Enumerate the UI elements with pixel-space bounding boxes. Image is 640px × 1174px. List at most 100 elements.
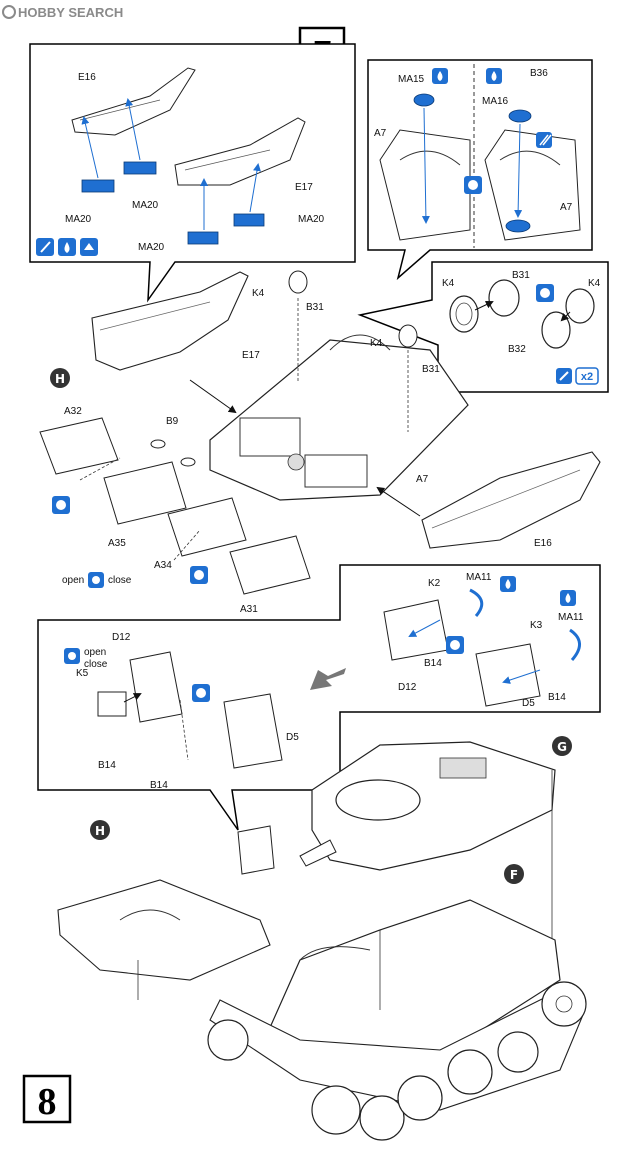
label-e17: E17 — [242, 350, 260, 361]
fender-e16: E16 — [421, 451, 601, 549]
inset-fenders: E16 E17 MA20 MA20 MA20 MA20 — [29, 43, 356, 303]
label-e16: E16 — [78, 72, 96, 83]
ma20-strip — [123, 161, 157, 175]
watermark-logo: HOBBY SEARCH — [2, 5, 123, 20]
inset-sponsons: D12 K5 B14 open close D5 B14 K2 MA11 K3 … — [37, 564, 601, 831]
label-k3: K3 — [530, 620, 543, 631]
label-k5: K5 — [76, 668, 89, 679]
road-wheel — [311, 1085, 361, 1135]
label-d5: D5 — [286, 732, 299, 743]
label-a7: A7 — [416, 474, 429, 485]
hatch-a32: A32 — [39, 406, 119, 475]
label-ma20: MA20 — [138, 242, 165, 253]
label-ma20: MA20 — [132, 200, 159, 211]
callout-h-letter: H — [95, 824, 105, 838]
glue-icon — [446, 636, 464, 654]
label-b9: B9 — [166, 416, 179, 427]
drive-sprocket — [207, 1019, 249, 1061]
periscope-k4-left: K4 B31 — [252, 270, 324, 382]
hatch-a35: A35 — [103, 461, 187, 549]
label-b31: B31 — [512, 270, 530, 281]
label-a32: A32 — [64, 406, 82, 417]
paint-drop-icon — [432, 68, 448, 84]
label-e17: E17 — [295, 182, 313, 193]
label-ma20: MA20 — [65, 214, 92, 225]
road-wheel — [447, 1049, 493, 1095]
fender-e17: E17 — [91, 271, 260, 371]
hatch-a34: A34 — [154, 497, 247, 571]
paint-drop-icon — [58, 238, 76, 256]
ma16-installed — [505, 219, 531, 233]
label-d12: D12 — [398, 682, 417, 693]
direction-arrow-icon — [310, 668, 346, 690]
label-a35: A35 — [108, 538, 126, 549]
callout-f: F — [504, 864, 524, 884]
callout-f-letter: F — [510, 868, 518, 882]
callout-h-lower: H — [90, 820, 110, 840]
label-k4: K4 — [252, 288, 265, 299]
legend-close: close — [84, 659, 108, 670]
glue-icon — [464, 176, 482, 194]
photo-etch-icon — [536, 132, 552, 148]
hinge-b9: B9 — [150, 416, 196, 467]
label-e16: E16 — [534, 538, 552, 549]
brush-icon — [556, 368, 572, 384]
label-ma20: MA20 — [298, 214, 325, 225]
callout-h-letter: H — [55, 372, 65, 386]
label-b31: B31 — [306, 302, 324, 313]
glue-icon — [52, 496, 70, 514]
ma16-part — [508, 109, 532, 123]
periscope-k4-right: K4 B31 — [370, 324, 440, 432]
watermark-text: HOBBY SEARCH — [18, 5, 123, 20]
ma20-strip — [81, 179, 115, 193]
paint-drop-icon — [560, 590, 576, 606]
label-b36: B36 — [530, 68, 548, 79]
glue-icon — [192, 684, 210, 702]
inset-periscopes: K4 B31 K4 B32 x2 — [357, 261, 609, 393]
label-ma15: MA15 — [398, 74, 425, 85]
label-b14: B14 — [548, 692, 566, 703]
label-b31: B31 — [422, 364, 440, 375]
label-k4: K4 — [588, 278, 601, 289]
hull-subassembly-h — [57, 879, 271, 1000]
label-b14: B14 — [424, 658, 442, 669]
label-a34: A34 — [154, 560, 172, 571]
paint-drop-icon — [500, 576, 516, 592]
label-k4: K4 — [370, 338, 383, 349]
step-8-box: 8 — [22, 1074, 72, 1124]
legend-open: open — [62, 575, 84, 586]
label-a7: A7 — [560, 202, 573, 213]
hatch-a31: A31 — [229, 535, 311, 615]
rotate-icon — [80, 238, 98, 256]
label-b14: B14 — [150, 780, 168, 791]
label-k2: K2 — [428, 578, 441, 589]
label-b14: B14 — [98, 760, 116, 771]
label-ma11: MA11 — [558, 612, 584, 623]
count-badge: x2 — [575, 367, 599, 385]
legend-close: close — [108, 575, 132, 586]
inset-hatch-plates: MA15 MA16 B36 A7 A7 — [367, 59, 593, 281]
callout-g-letter: G — [557, 740, 567, 754]
open-close-legend: open close — [62, 572, 132, 588]
turret-g: G — [299, 736, 572, 871]
label-b32: B32 — [508, 344, 526, 355]
label-d12: D12 — [112, 632, 131, 643]
count-label: x2 — [581, 371, 593, 383]
label-a31: A31 — [240, 604, 258, 615]
ma15-part — [413, 93, 435, 107]
paint-drop-icon — [486, 68, 502, 84]
label-a7: A7 — [374, 128, 387, 139]
glue-icon — [64, 648, 80, 664]
label-k4: K4 — [442, 278, 455, 289]
idler-wheel — [541, 981, 587, 1027]
road-wheel — [497, 1031, 539, 1073]
callout-h: H — [50, 368, 70, 388]
legend-open: open — [84, 647, 106, 658]
glue-icon — [190, 566, 208, 584]
label-ma16: MA16 — [482, 96, 509, 107]
road-wheel — [397, 1075, 443, 1121]
hull-floor-a7: A7 — [209, 334, 469, 501]
glue-icon — [536, 284, 554, 302]
